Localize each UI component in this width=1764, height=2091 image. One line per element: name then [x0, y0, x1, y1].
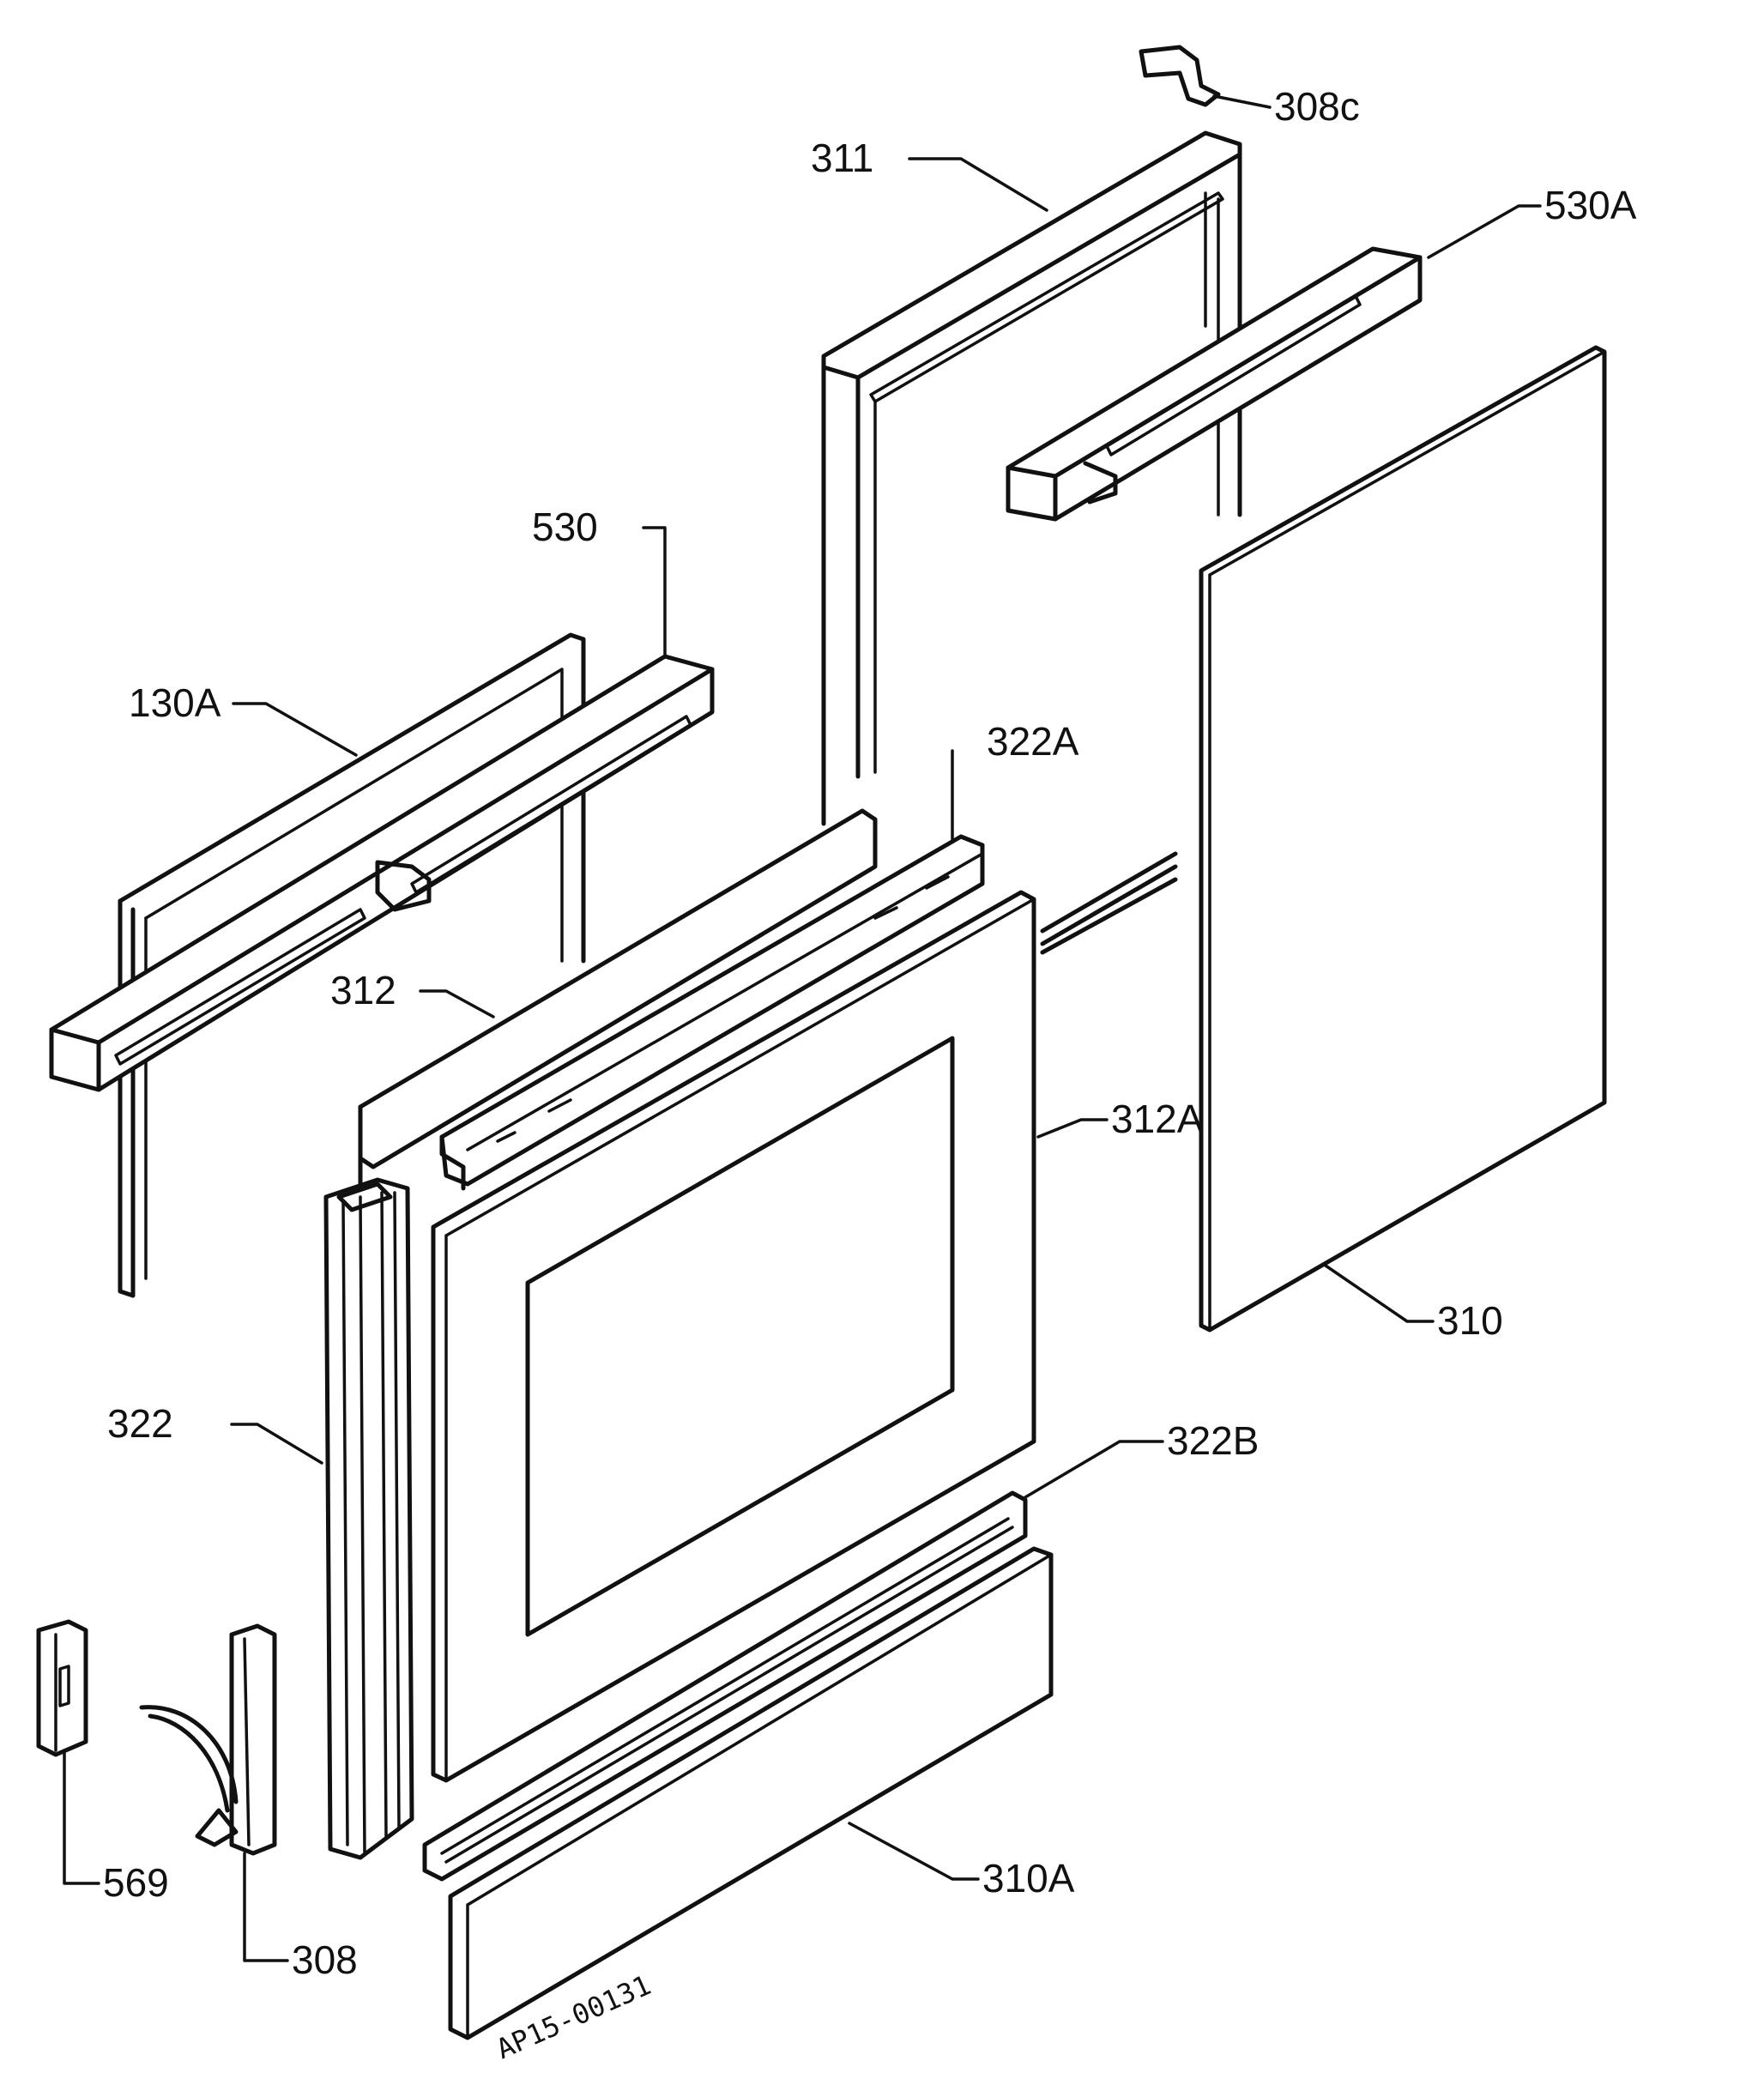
leader-lines — [63, 94, 1542, 1962]
part-310a-bottom-panel — [448, 1546, 1054, 2040]
label-310: 310 — [1437, 1298, 1503, 1343]
label-308: 308 — [292, 1937, 358, 1982]
label-310a: 310A — [982, 1856, 1075, 1901]
part-308c-clip — [1139, 45, 1221, 107]
label-530: 530 — [532, 505, 598, 549]
part-308-hinge — [139, 1623, 277, 1856]
label-312: 312 — [330, 968, 396, 1012]
label-322: 322 — [107, 1401, 173, 1446]
part-322-side-trim — [323, 1177, 414, 1860]
label-311: 311 — [811, 136, 873, 180]
label-530a: 530A — [1544, 183, 1637, 227]
part-311-door-frame — [821, 130, 1242, 955]
part-312a-front-glass — [431, 890, 1036, 1783]
part-530a-rail — [1006, 246, 1423, 522]
part-322a-trim — [439, 834, 985, 1191]
part-312-glass-sheet — [358, 808, 878, 1187]
part-322b-trim — [422, 1490, 1028, 1882]
part-310-glass-panel — [1199, 345, 1607, 1333]
label-130a: 130A — [129, 680, 221, 725]
part-569-clip — [36, 1619, 88, 1757]
label-569: 569 — [103, 1860, 169, 1905]
label-308c: 308c — [1274, 84, 1360, 129]
label-322a: 322A — [987, 719, 1079, 764]
label-322b: 322B — [1167, 1418, 1259, 1463]
label-312a: 312A — [1111, 1097, 1204, 1141]
part-labels: 308c 311 530A 530 130A 322A 312 312A 310… — [103, 84, 1637, 1982]
